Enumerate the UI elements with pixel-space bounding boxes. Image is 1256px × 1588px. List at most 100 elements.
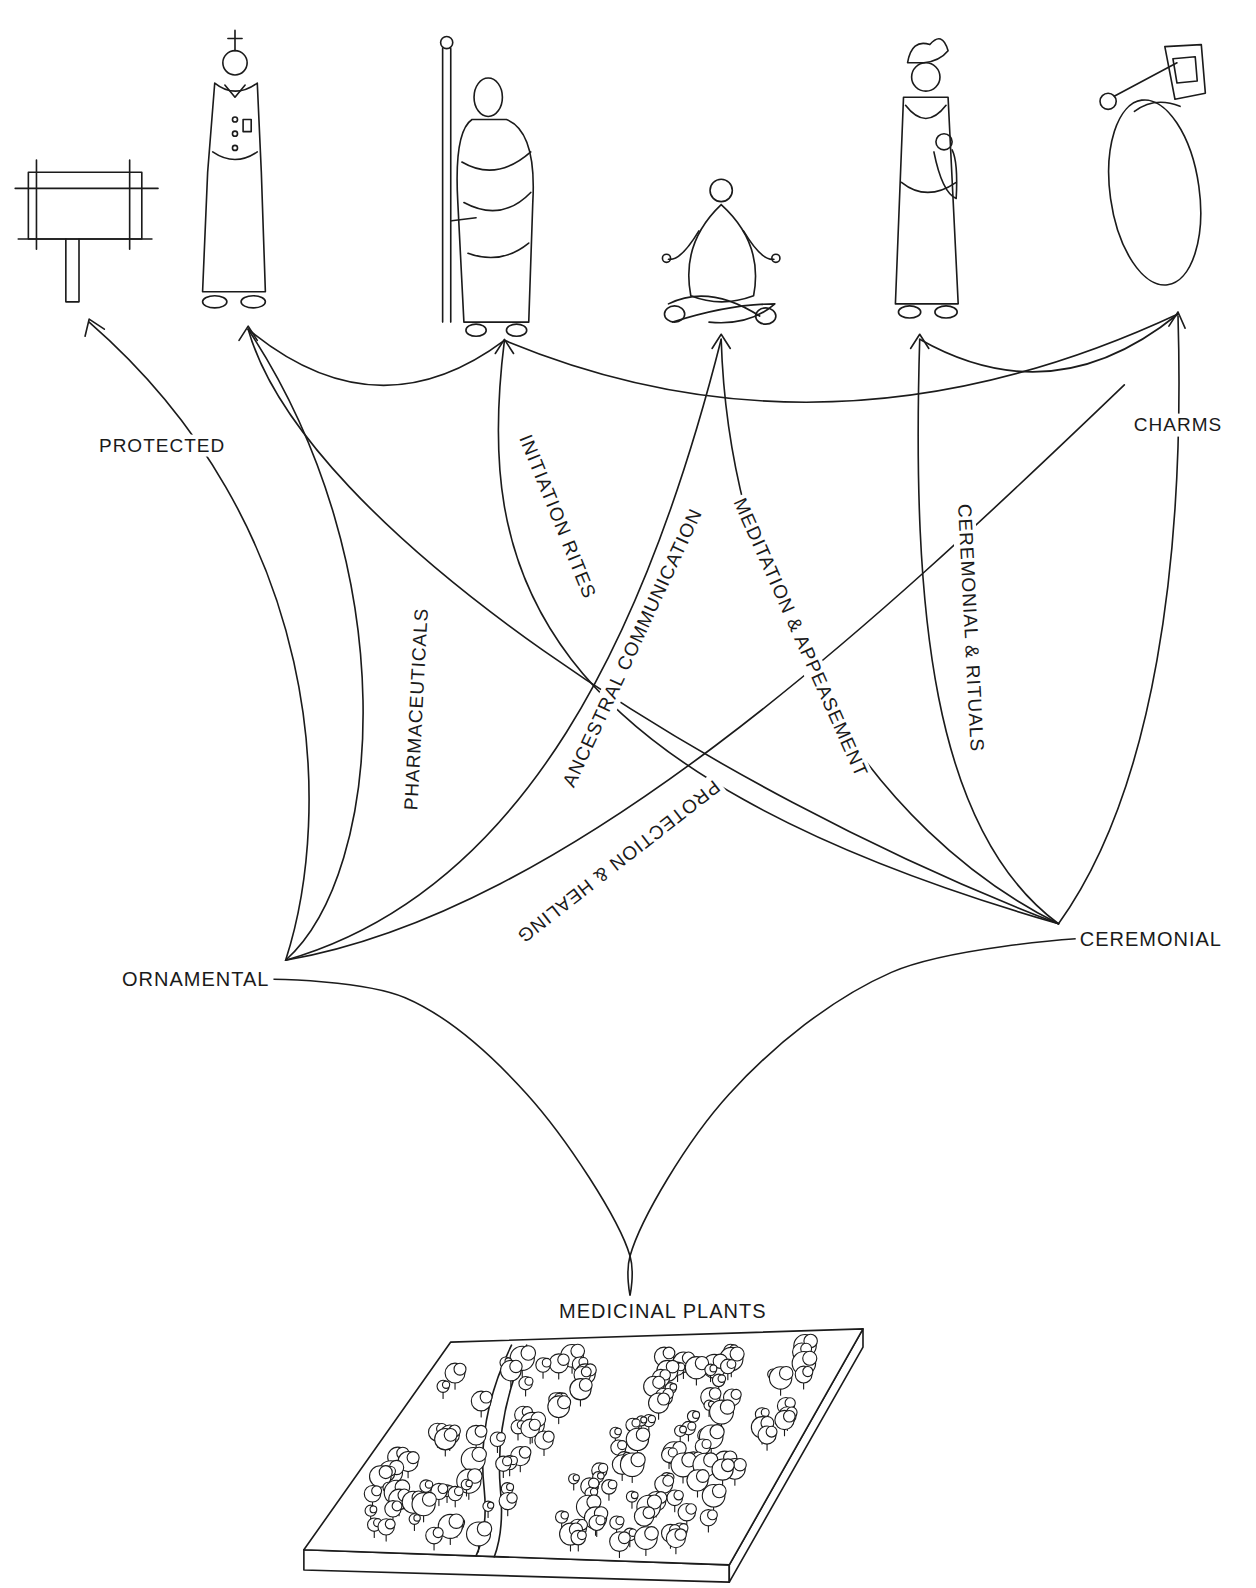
child-body bbox=[901, 150, 956, 199]
tree-crown bbox=[589, 1515, 604, 1530]
tree-crown bbox=[648, 1415, 655, 1422]
use-label: MEDITATION & APPEASEMENT bbox=[730, 495, 872, 780]
tree-symbol bbox=[496, 1456, 512, 1477]
tree-crown bbox=[519, 1447, 531, 1459]
tree-symbol bbox=[626, 1491, 638, 1508]
tree-crown bbox=[364, 1485, 380, 1501]
tree-symbol bbox=[666, 1529, 686, 1554]
tree-symbol bbox=[610, 1532, 631, 1558]
tree-crown bbox=[488, 1502, 494, 1508]
tree-crown bbox=[578, 1531, 587, 1540]
tree-crown bbox=[775, 1410, 794, 1429]
tree-symbol bbox=[702, 1484, 726, 1513]
tree-crown bbox=[710, 1365, 717, 1372]
use-curve bbox=[286, 339, 722, 960]
meditator-hand bbox=[662, 254, 670, 262]
curve-label: CHARMS bbox=[1131, 414, 1225, 437]
priest-arms bbox=[213, 152, 258, 160]
use-label: PROTECTION & HEALING bbox=[513, 776, 724, 947]
tree-crown bbox=[433, 1528, 443, 1538]
plain-text-node: CEREMONIAL bbox=[1076, 925, 1226, 953]
meditator-hand bbox=[772, 254, 780, 262]
tree-crown bbox=[686, 1504, 696, 1514]
tree-crown bbox=[590, 1488, 597, 1495]
tree-crown bbox=[573, 1475, 579, 1481]
tree-symbol bbox=[775, 1410, 795, 1435]
tree-symbol bbox=[769, 1367, 793, 1396]
tree-symbol bbox=[675, 1425, 687, 1442]
top-arc bbox=[504, 314, 1178, 402]
child-head bbox=[936, 134, 952, 150]
tree-crown bbox=[483, 1501, 493, 1511]
tree-symbol bbox=[467, 1522, 492, 1552]
use-label: INITIATION RITES bbox=[515, 431, 600, 601]
tree-crown bbox=[422, 1492, 436, 1506]
tree-symbol bbox=[483, 1501, 494, 1517]
tree-crown bbox=[709, 1388, 721, 1400]
button-dot bbox=[232, 117, 237, 122]
tree-crown bbox=[712, 1374, 725, 1387]
necklace bbox=[906, 105, 947, 118]
top-arc bbox=[248, 329, 504, 385]
tree-group bbox=[364, 1334, 817, 1557]
tree-crown bbox=[663, 1476, 674, 1487]
charm-figure bbox=[1098, 45, 1212, 291]
tree-crown bbox=[803, 1367, 813, 1377]
tree-crown bbox=[549, 1354, 568, 1373]
connector-curve bbox=[628, 939, 1076, 1296]
tree-crown bbox=[370, 1506, 377, 1513]
tree-crown bbox=[730, 1347, 744, 1361]
use-curve bbox=[89, 322, 309, 960]
tree-crown bbox=[521, 1346, 535, 1360]
tree-crown bbox=[616, 1517, 624, 1525]
tree-crown bbox=[705, 1364, 716, 1375]
woman-dress bbox=[895, 97, 958, 304]
tree-crown bbox=[666, 1529, 685, 1548]
plain-text-node: ORNAMENTAL bbox=[118, 965, 273, 993]
meditator-body bbox=[689, 205, 756, 302]
button-dot bbox=[232, 131, 237, 136]
tree-crown bbox=[497, 1433, 506, 1442]
use-curve bbox=[498, 340, 1058, 923]
priest-robe bbox=[203, 83, 266, 292]
cross-symbol bbox=[228, 30, 242, 50]
tree-symbol bbox=[795, 1366, 813, 1389]
tree-crown bbox=[543, 1431, 554, 1442]
tree-crown bbox=[784, 1410, 796, 1422]
tree-crown bbox=[731, 1389, 741, 1399]
curve-label: INITIATION RITES bbox=[513, 428, 602, 604]
tree-crown bbox=[766, 1426, 777, 1437]
tree-crown bbox=[496, 1456, 511, 1471]
tree-crown bbox=[779, 1367, 792, 1380]
tree-symbol bbox=[700, 1510, 717, 1532]
tree-crown bbox=[379, 1466, 392, 1479]
arrowhead bbox=[495, 339, 513, 353]
priest-head bbox=[223, 51, 247, 75]
tree-symbol bbox=[589, 1515, 605, 1536]
woman-foot bbox=[898, 306, 920, 318]
tree-crown bbox=[472, 1447, 486, 1461]
tree-crown bbox=[561, 1512, 568, 1519]
tree-crown bbox=[734, 1458, 746, 1470]
tree-symbol bbox=[536, 1358, 551, 1379]
tree-crown bbox=[525, 1377, 533, 1385]
tree-crown bbox=[490, 1432, 504, 1446]
priest-figure bbox=[203, 30, 266, 308]
tree-crown bbox=[529, 1419, 540, 1430]
priest-foot bbox=[203, 296, 227, 308]
tree-crown bbox=[445, 1363, 465, 1383]
tree-symbol bbox=[471, 1391, 492, 1417]
tree-crown bbox=[385, 1501, 401, 1517]
tree-crown bbox=[803, 1351, 817, 1365]
connector-curve bbox=[273, 979, 632, 1295]
tree-crown bbox=[674, 1491, 683, 1500]
meditator-head bbox=[710, 179, 732, 201]
tree-symbol bbox=[570, 1379, 592, 1406]
sign-figure bbox=[15, 160, 158, 302]
arrowhead bbox=[712, 334, 730, 348]
tree-crown bbox=[727, 1360, 736, 1369]
tree-crown bbox=[507, 1483, 514, 1490]
tree-crown bbox=[667, 1490, 683, 1506]
tree-crown bbox=[442, 1381, 449, 1388]
tree-crown bbox=[658, 1393, 670, 1405]
